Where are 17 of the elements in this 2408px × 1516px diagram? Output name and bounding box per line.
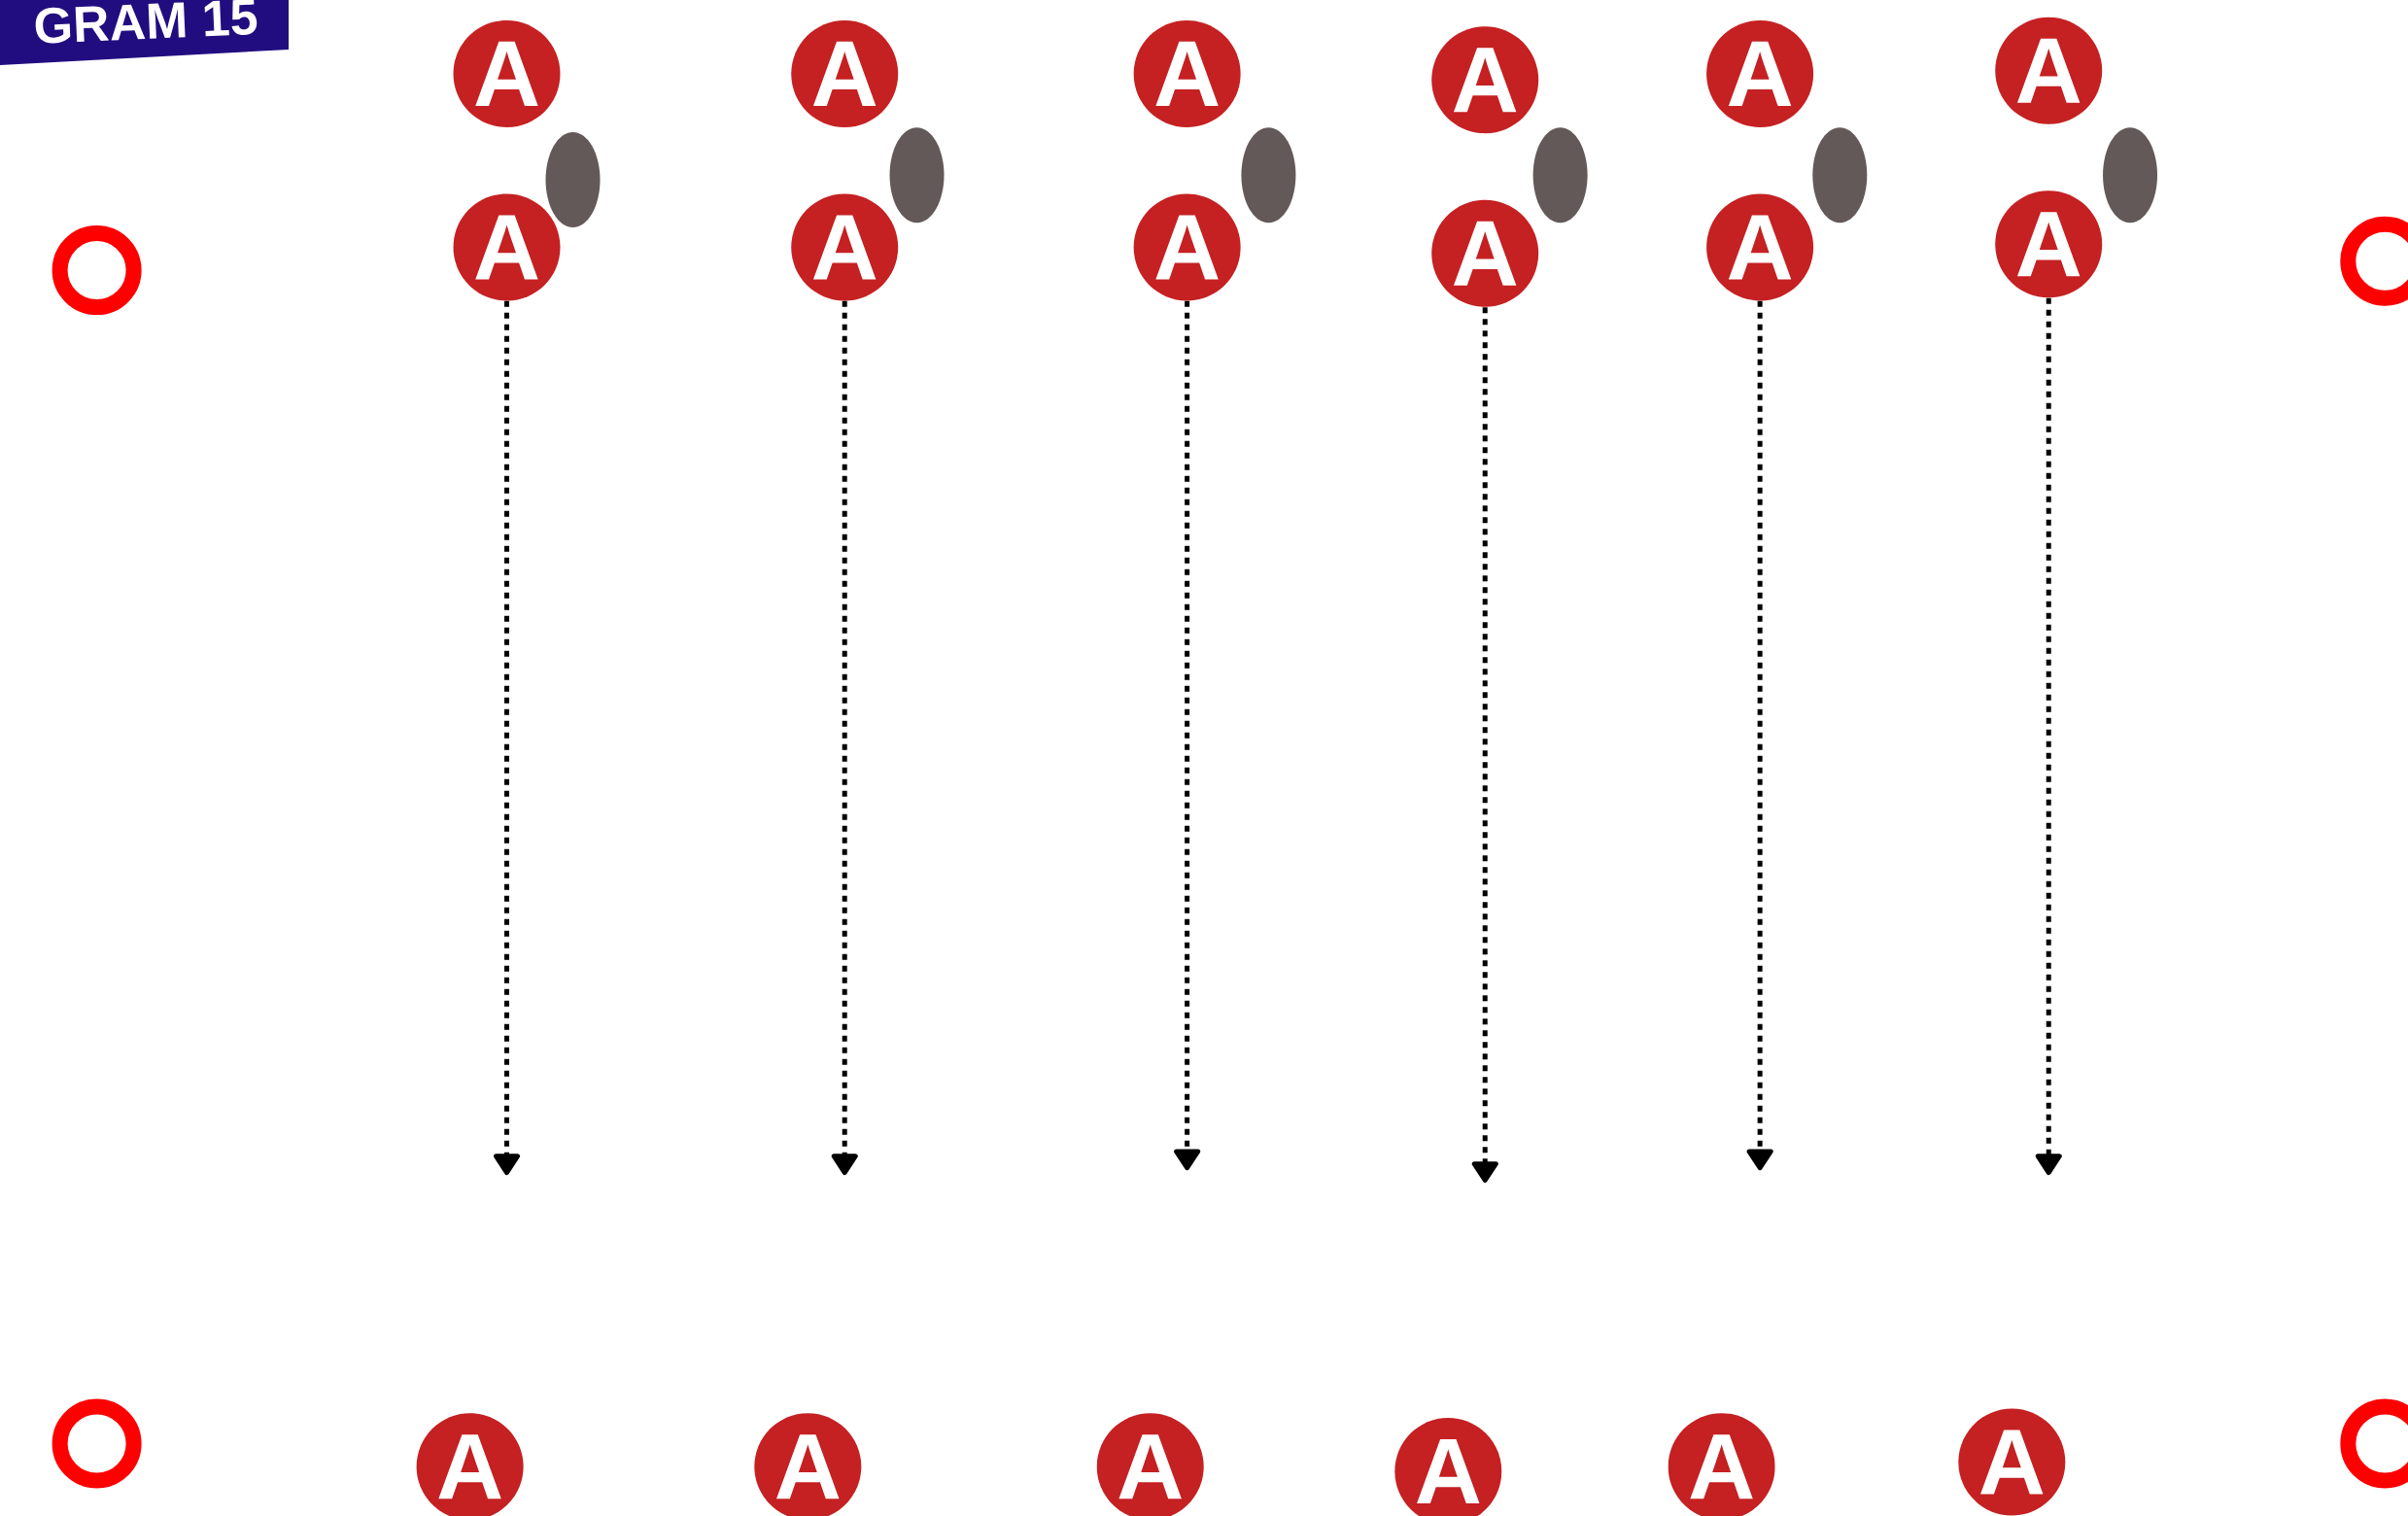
dotted-arrow xyxy=(1746,300,1773,1171)
dotted-arrow xyxy=(1174,300,1201,1171)
dotted-arrow xyxy=(493,300,521,1175)
ball xyxy=(1532,127,1588,224)
ball xyxy=(2103,127,2157,224)
ball xyxy=(545,131,601,227)
dotted-arrow xyxy=(2035,297,2062,1175)
cone-marker xyxy=(2340,216,2408,306)
cone-marker xyxy=(52,225,142,316)
cone-marker xyxy=(52,1398,142,1489)
title-banner: GRAM 15 xyxy=(0,0,289,65)
dotted-arrow xyxy=(831,300,858,1175)
ball xyxy=(1812,127,1868,224)
ball xyxy=(1241,127,1296,224)
dotted-arrow xyxy=(1471,307,1498,1183)
ball xyxy=(889,127,945,224)
cone-marker xyxy=(2340,1398,2408,1489)
